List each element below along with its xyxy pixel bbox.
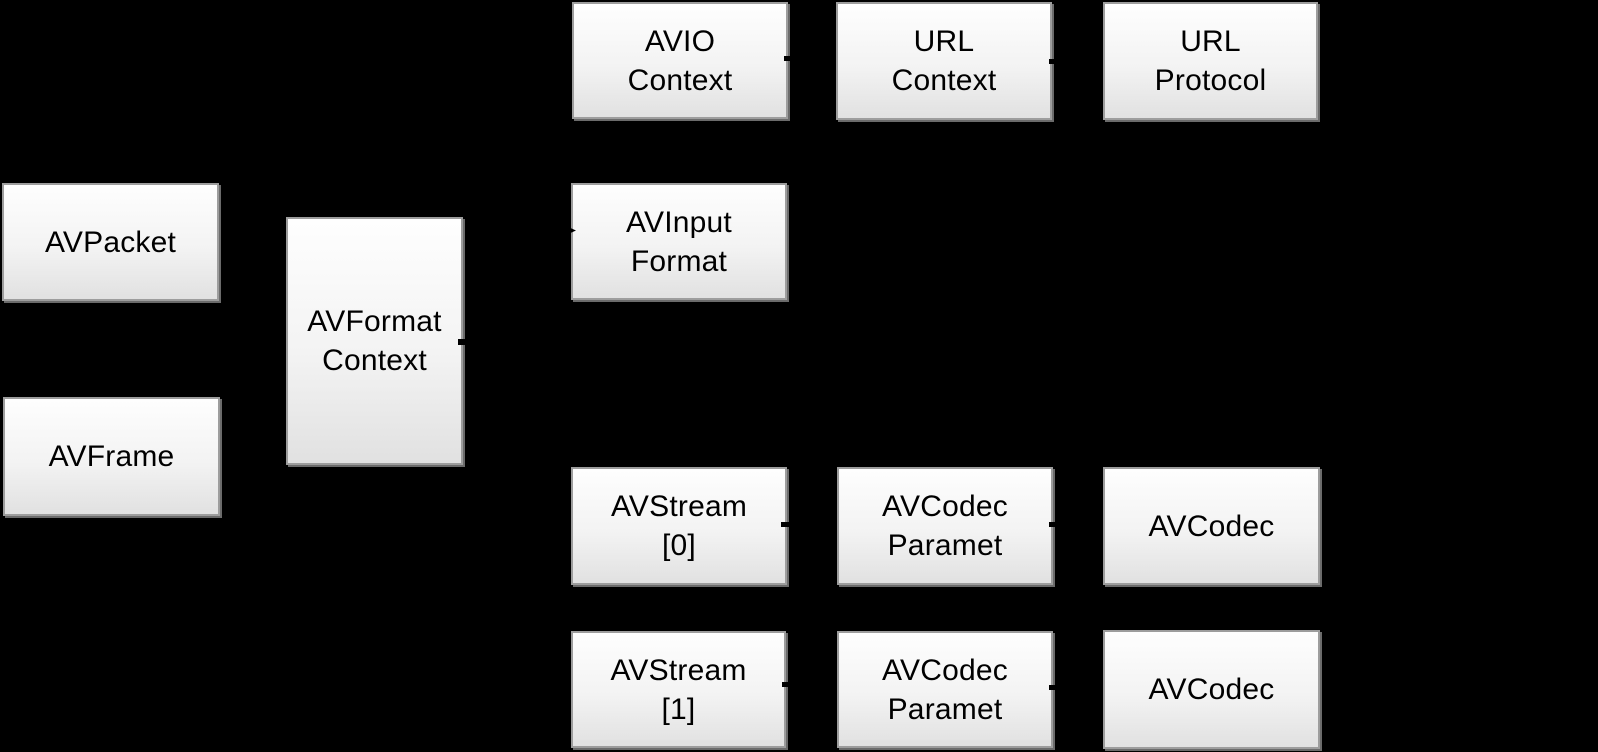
node-avio-context: AVIO Context — [572, 2, 788, 119]
connector-arrowhead-artifact — [566, 226, 576, 235]
node-url-context: URL Context — [836, 2, 1052, 120]
node-url-context-label: URL Context — [891, 25, 997, 97]
connector-arrowhead-artifact — [782, 682, 790, 687]
node-avcodec-paramet-0: AVCodec Paramet — [837, 467, 1053, 585]
node-avcodec-paramet-1: AVCodec Paramet — [837, 631, 1053, 748]
node-url-protocol: URL Protocol — [1103, 2, 1318, 120]
node-avpacket: AVPacket — [2, 183, 219, 301]
node-avpacket-label: AVPacket — [44, 225, 177, 259]
connector-arrowhead-artifact — [1049, 522, 1057, 527]
node-avcodec-paramet-0-label: AVCodec Paramet — [882, 490, 1008, 562]
node-avframe-label: AVFrame — [48, 440, 175, 473]
node-avstream-0: AVStream [0] — [571, 467, 787, 585]
node-avformat-context: AVFormat Context — [286, 217, 463, 465]
connector-arrowhead-artifact — [458, 339, 467, 345]
node-avcodec-1-label: AVCodec — [1148, 673, 1275, 706]
node-avinput-format: AVInput Format — [571, 183, 787, 300]
node-avformat-context-label: AVFormat Context — [307, 305, 442, 377]
node-avstream-1-label: AVStream [1] — [610, 653, 747, 726]
connector-arrowhead-artifact — [781, 522, 789, 527]
node-avstream-0-label: AVStream [0] — [610, 490, 748, 562]
node-avcodec-paramet-1-label: AVCodec Paramet — [882, 653, 1008, 726]
connector-arrowhead-artifact — [1049, 685, 1057, 690]
node-avframe: AVFrame — [3, 397, 220, 516]
node-avio-context-label: AVIO Context — [627, 24, 733, 97]
node-avcodec-0: AVCodec — [1103, 467, 1320, 585]
connector-arrowhead-artifact — [784, 56, 791, 61]
node-url-protocol-label: URL Protocol — [1154, 25, 1267, 97]
node-avinput-format-label: AVInput Format — [626, 205, 732, 278]
node-avcodec-0-label: AVCodec — [1148, 509, 1275, 543]
node-avcodec-1: AVCodec — [1103, 630, 1320, 749]
connector-arrowhead-artifact — [1049, 59, 1057, 64]
node-avstream-1: AVStream [1] — [571, 631, 786, 748]
